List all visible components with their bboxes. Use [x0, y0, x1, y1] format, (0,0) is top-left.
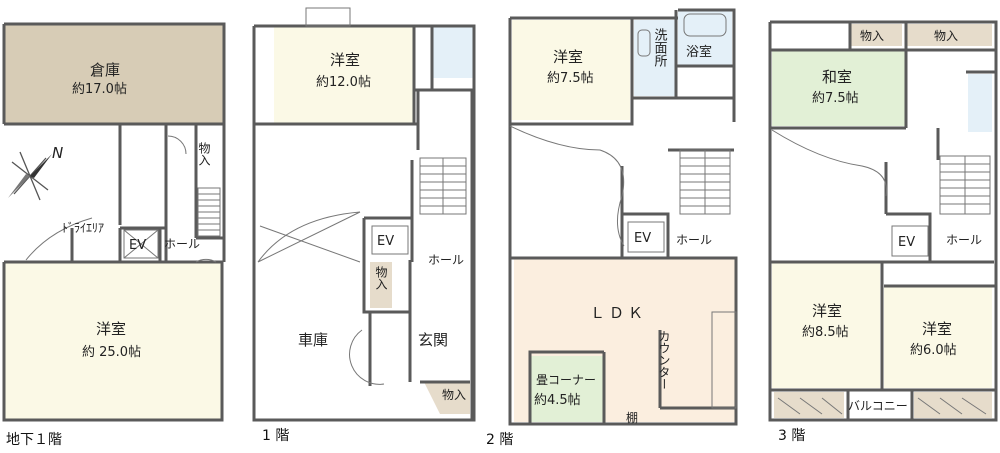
compass-icon [8, 151, 52, 201]
1f-floor-label: 1 階 [262, 428, 289, 444]
2f-curve-wall [509, 125, 625, 247]
2f-tatami-name: 畳コーナー [536, 373, 596, 387]
2f-shelf: 棚 [626, 410, 638, 425]
b1-storage-size: 約17.0帖 [72, 82, 127, 97]
b1-room-name: 洋室 [96, 320, 126, 338]
3f-closet1-fill [850, 24, 902, 46]
2f-ev: EV [634, 231, 651, 246]
2f-bath: 浴室 [686, 44, 712, 60]
2f-wash-fill [634, 20, 676, 96]
2f-tatami-size: 約4.5帖 [534, 393, 581, 408]
1f-closet-fill [370, 262, 392, 308]
1f-garage: 車庫 [298, 331, 328, 349]
1f-walls [252, 24, 476, 422]
3f-room2-fill [884, 286, 992, 388]
2f-room-fill [512, 20, 630, 120]
2f-floor-label: 2 階 [486, 432, 513, 448]
3f-japanese-size: 約7.5帖 [812, 91, 859, 106]
b1-storage-name: 倉庫 [90, 61, 120, 79]
1f-entrance: 玄関 [418, 331, 448, 349]
1f-wet-fill [432, 26, 474, 78]
3f-room2-name: 洋室 [922, 320, 952, 338]
2f-room-size: 約7.5帖 [547, 71, 594, 86]
1f-window [305, 7, 351, 27]
b1-walls [2, 22, 226, 422]
b1-stair-steps [198, 193, 220, 231]
b1-storage-fill [4, 24, 224, 124]
floor-2f: 洋室 約7.5帖 洗面所 浴室 EV ホール ＬＤＫ カウンター 畳コーナー 約… [486, 8, 738, 448]
3f-room1-size: 約8.5帖 [802, 325, 849, 340]
2f-ldk: ＬＤＫ [590, 304, 647, 322]
1f-room-fill [274, 26, 414, 124]
b1-room-size: 約 25.0帖 [82, 345, 141, 360]
b1-compass-n: N [52, 144, 63, 162]
3f-floor-label: 3 階 [778, 428, 805, 444]
b1-dry-curve [25, 217, 93, 261]
1f-room-size: 約12.0帖 [316, 75, 371, 90]
1f-closet2: 物入 [442, 388, 466, 402]
2f-hall: ホール [676, 233, 712, 247]
3f-hall: ホール [946, 233, 982, 247]
2f-bathtub [683, 13, 727, 37]
3f-closet1: 物入 [860, 29, 884, 43]
3f-balcony: バルコニー [848, 399, 908, 413]
b1-ev-box [123, 229, 159, 259]
3f-japanese-name: 和室 [822, 68, 852, 86]
1f-hall: ホール [428, 253, 464, 267]
1f-ev: EV [377, 234, 394, 249]
3f-stair-steps [940, 156, 990, 214]
3f-ev-box [891, 225, 929, 257]
1f-stair-steps [420, 158, 466, 214]
3f-room1-fill [772, 262, 880, 388]
3f-closet2: 物入 [934, 29, 958, 43]
floor-1f: 洋室 約12.0帖 EV ホール 物入 車庫 玄関 物入 1 階 [252, 7, 476, 444]
1f-entrance-curve [349, 329, 385, 385]
2f-sink [637, 29, 651, 57]
1f-ev-box [371, 225, 409, 255]
3f-room2-size: 約6.0帖 [910, 343, 957, 358]
b1-floor-label: 地下１階 [6, 432, 62, 448]
b1-closet-label: 物入 [197, 142, 211, 166]
2f-ev-box [627, 221, 665, 253]
floor-b1: N 倉庫 約17.0帖 物入 ﾄﾞﾗｲｴﾘｱ EV ホール 洋室 約 25.0帖… [2, 22, 226, 448]
b1-ev: EV [129, 238, 146, 253]
2f-tatami-fill [530, 356, 604, 422]
3f-balcony-rails [777, 397, 987, 415]
1f-closet2-fill [424, 382, 470, 414]
2f-stair-steps [680, 150, 730, 214]
3f-room1-name: 洋室 [812, 302, 842, 320]
b1-hall: ホール [164, 237, 200, 251]
1f-garage-door [257, 211, 361, 263]
floor-3f: 物入 物入 和室 約7.5帖 EV ホール 洋室 約8.5帖 洋室 約6.0帖 … [768, 20, 998, 444]
3f-japanese-fill [772, 50, 906, 126]
2f-bath-fill [678, 10, 732, 66]
1f-closet: 物入 [374, 266, 388, 290]
b1-ev-cross [123, 229, 159, 259]
3f-ev: EV [898, 235, 915, 250]
3f-balcony-fill-2 [914, 392, 992, 418]
2f-counter [711, 311, 737, 409]
b1-western-fill [4, 262, 222, 420]
2f-washroom: 洗面所 [652, 28, 668, 67]
b1-dry-area: ﾄﾞﾗｲｴﾘｱ [62, 221, 104, 235]
2f-counter-label: カウンター [657, 330, 671, 390]
3f-curve-wall [771, 129, 887, 197]
3f-closet2-fill [906, 24, 992, 46]
1f-room-name: 洋室 [330, 51, 360, 69]
3f-wet-fill [968, 74, 992, 132]
2f-room-name: 洋室 [553, 48, 583, 66]
b1-door-swing [167, 135, 217, 263]
